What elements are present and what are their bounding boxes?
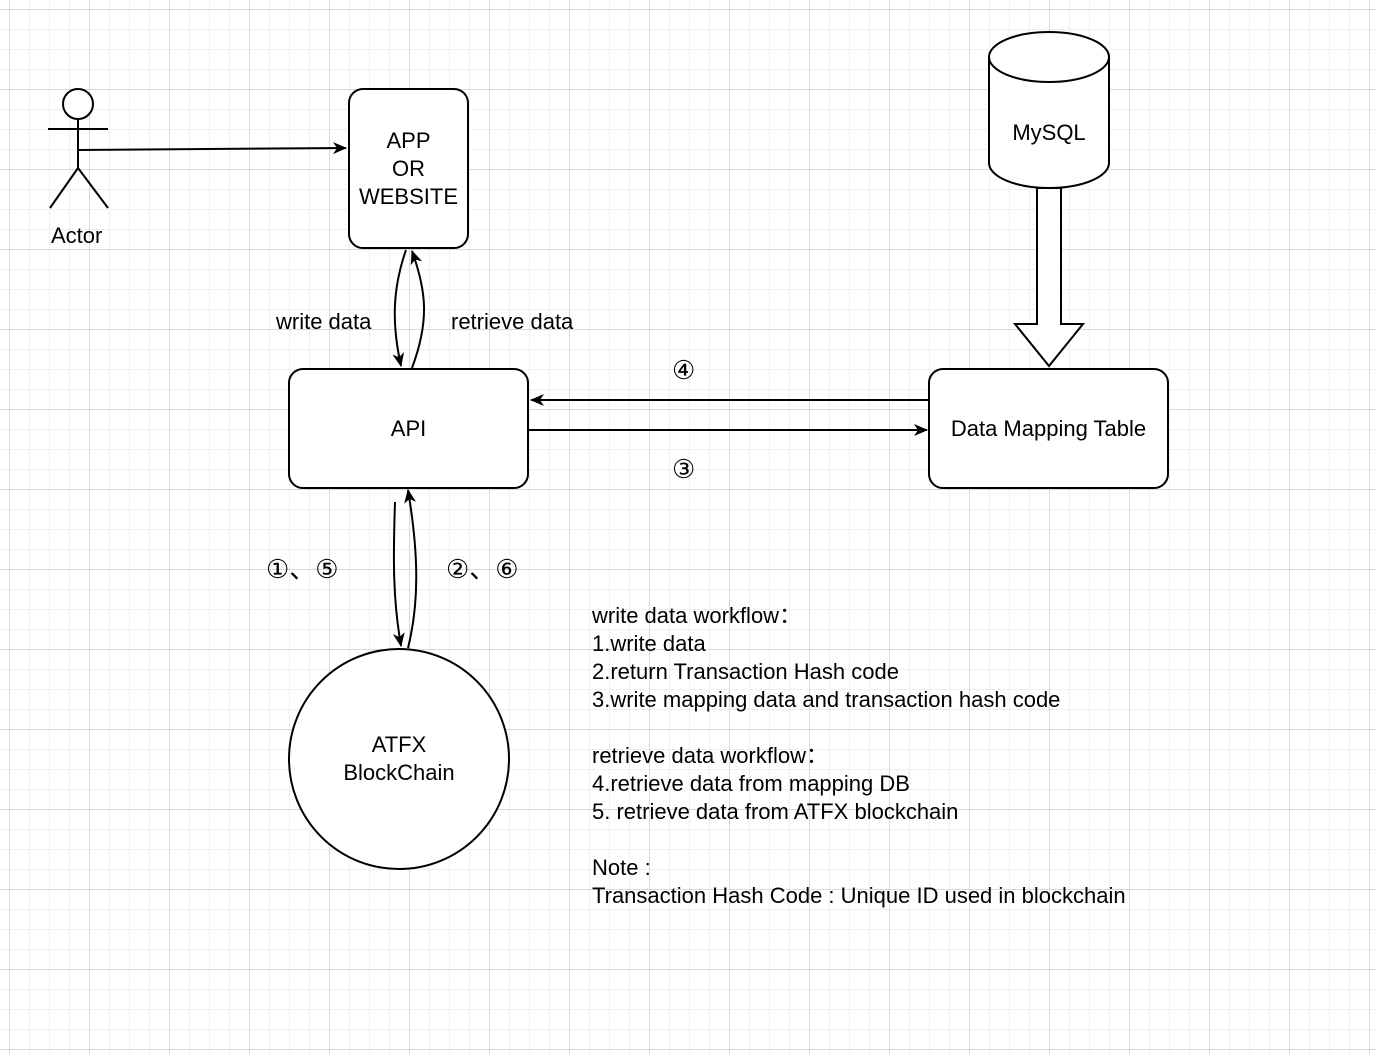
mysql-node-label: MySQL <box>1012 120 1086 145</box>
workflow-notes: write data workflow： 1.write data 2.retu… <box>592 602 1126 910</box>
write-data-label: write data <box>276 309 372 334</box>
step2-6-label: ②、⑥ <box>446 554 519 584</box>
step3-label: ③ <box>672 454 696 484</box>
write-data-arrow <box>392 249 407 367</box>
retrieve-workflow-step: 5. retrieve data from ATFX blockchain <box>592 799 959 824</box>
actor-label: Actor <box>51 223 103 248</box>
blockchain-node-label: ATFX BlockChain <box>289 700 509 818</box>
write-workflow-title: write data workflow： <box>592 603 802 628</box>
app-node-label: APP OR WEBSITE <box>349 89 468 248</box>
write-workflow-step: 1.write data <box>592 631 706 656</box>
mysql-cylinder[interactable] <box>988 31 1110 189</box>
mapping-node-label: Data Mapping Table <box>950 415 1147 441</box>
app-node-line: APP <box>386 127 431 153</box>
blockchain-node-circle[interactable] <box>288 648 510 870</box>
mapping-node-box[interactable] <box>928 368 1169 489</box>
note-text: Transaction Hash Code : Unique ID used i… <box>592 883 1126 908</box>
step1-5-label: ①、⑤ <box>266 554 339 584</box>
api-to-blockchain-arrow <box>392 501 405 647</box>
step4-label: ④ <box>672 355 696 385</box>
blockchain-node-line: ATFX <box>371 732 427 757</box>
write-workflow-step: 3.write mapping data and transaction has… <box>592 687 1061 712</box>
blockchain-to-api-arrow <box>404 489 418 649</box>
retrieve-workflow-title: retrieve data workflow： <box>592 743 828 768</box>
actor-to-app-arrow <box>77 142 347 155</box>
blockchain-node-line: BlockChain <box>343 760 455 785</box>
api-node-label: API <box>390 415 427 441</box>
note-title: Note : <box>592 855 651 880</box>
app-node-line: OR <box>391 155 425 181</box>
retrieve-workflow-step: 4.retrieve data from mapping DB <box>592 771 910 796</box>
api-node-box[interactable] <box>288 368 529 489</box>
mysql-to-mapping-arrow <box>1012 187 1086 368</box>
app-node-box[interactable] <box>348 88 469 249</box>
write-workflow-step: 2.return Transaction Hash code <box>592 659 899 684</box>
app-node-line: WEBSITE <box>358 183 458 209</box>
actor-figure[interactable] <box>48 88 109 209</box>
retrieve-data-arrow <box>410 250 425 369</box>
retrieve-data-label: retrieve data <box>451 309 574 334</box>
